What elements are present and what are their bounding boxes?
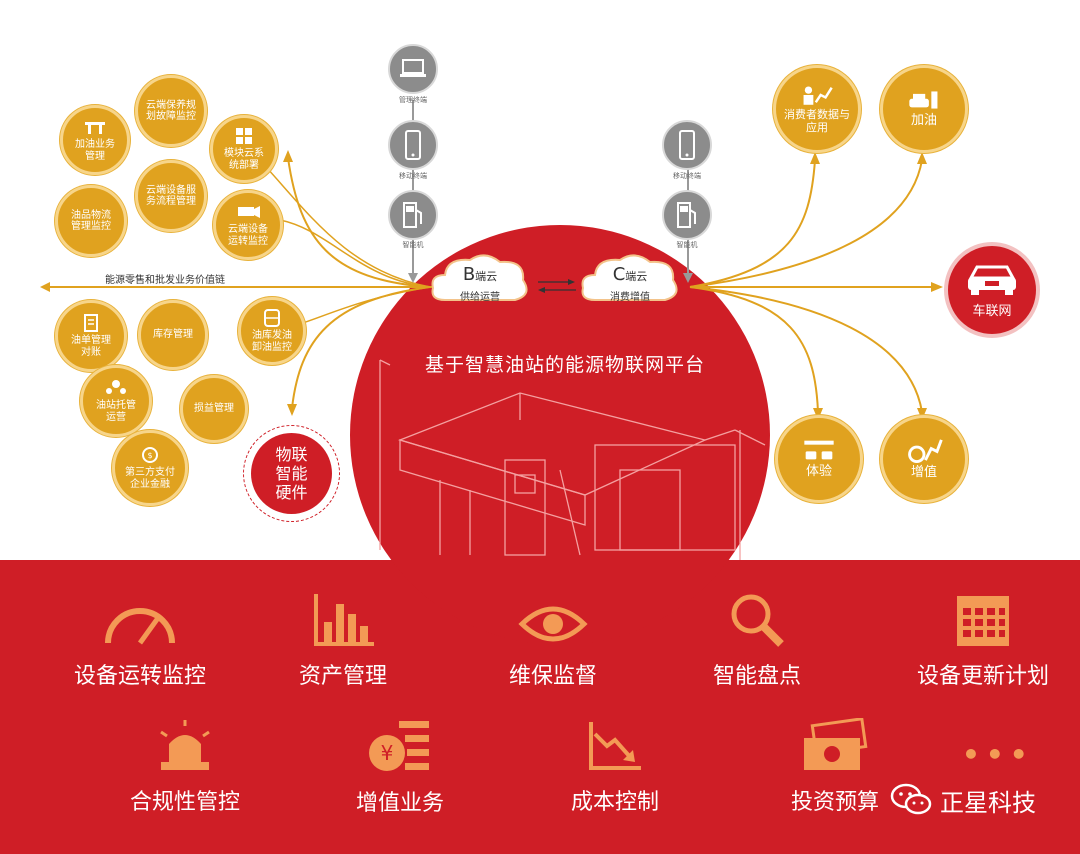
circle-module-cloud: 模块云系统部署 xyxy=(210,115,278,183)
iot-hardware-ring xyxy=(243,425,340,522)
eye-icon xyxy=(518,606,588,642)
circle-cloud-device: 云端设备运转监控 xyxy=(213,190,283,260)
feature-device-renewal-plan: 设备更新计划 xyxy=(888,592,1078,690)
barrel-icon xyxy=(264,309,280,327)
circle-refuel: 加油 xyxy=(880,65,968,153)
svg-text:¥: ¥ xyxy=(381,741,394,765)
chart-person-icon xyxy=(803,86,833,105)
value-chain-label: 能源零售和批发业务价值链 xyxy=(105,275,225,286)
circle-experience: 体验 xyxy=(775,415,863,503)
circle-loss: 损益管理 xyxy=(180,375,248,443)
c-cloud xyxy=(581,254,678,301)
terminal-label: 管理终端 xyxy=(399,96,427,104)
gauge-icon xyxy=(105,608,175,645)
feature-maintenance-supervision: 维保监督 xyxy=(458,600,648,690)
fuel-dispenser-icon xyxy=(388,190,438,240)
c-cloud-label: C端云 消费增值 xyxy=(610,264,650,303)
feature-cost-control: 成本控制 xyxy=(520,718,710,816)
feature-compliance-control: 合规性管控 xyxy=(90,718,280,816)
mobile-terminal-icon xyxy=(662,120,712,170)
bar-chart-icon xyxy=(314,594,374,646)
feature-device-monitoring: 设备运转监控 xyxy=(45,598,235,690)
feature-investment-budget: 投资预算 xyxy=(740,718,930,816)
circle-oil-order: 油单管理对账 xyxy=(55,300,127,372)
coin-icon: $ xyxy=(142,447,158,463)
brand-logo: 正星科技 xyxy=(890,782,1036,818)
car-icon xyxy=(968,265,1016,295)
gas-station-illustration xyxy=(379,359,766,560)
b-cloud xyxy=(431,254,528,301)
grid-icon xyxy=(236,128,252,144)
svg-text:$: $ xyxy=(147,451,152,460)
more-dots-icon: ••• xyxy=(962,738,1034,771)
feature-smart-inventory: 智能盘点 xyxy=(662,592,852,690)
station-icon xyxy=(85,122,105,134)
alarm-light-icon xyxy=(160,720,210,770)
station-cars-icon xyxy=(804,440,834,460)
terminal-label: 智能机 xyxy=(676,241,698,249)
circle-cloud-service: 云端设备服务流程管理 xyxy=(135,160,207,232)
car-fuel-icon xyxy=(909,91,938,109)
camera-icon xyxy=(238,206,260,218)
terminal-label: 智能机 xyxy=(402,241,424,249)
magnifier-icon xyxy=(731,594,784,647)
circle-consumer-data: 消费者数据与应用 xyxy=(773,65,861,153)
money-growth-icon xyxy=(908,439,943,464)
fuel-dispenser-icon xyxy=(662,190,712,240)
circle-oil-logistics: 油品物流管理监控 xyxy=(55,185,127,257)
circle-fuel-business: 加油业务管理 xyxy=(60,105,130,175)
brand-name: 正星科技 xyxy=(940,788,1036,817)
yuan-coin-icon: ¥ xyxy=(369,721,429,771)
circle-inventory: 库存管理 xyxy=(138,300,208,370)
calendar-icon xyxy=(957,596,1009,646)
circle-value-add: 增值 xyxy=(880,415,968,503)
circle-depot: 油库发油卸油监控 xyxy=(238,297,306,365)
b-cloud-label: B端云 供给运营 xyxy=(460,264,500,303)
circle-third-party-pay: $ 第三方支付企业金融 xyxy=(112,430,188,506)
downtrend-chart-icon xyxy=(589,722,641,770)
document-icon xyxy=(84,314,98,332)
circle-car-network: 车联网 xyxy=(944,242,1040,338)
terminal-label: 移动终端 xyxy=(673,172,701,180)
circle-station-trust: 油站托管运营 xyxy=(80,365,152,437)
people-icon xyxy=(106,380,126,394)
platform-title: 基于智慧油站的能源物联网平台 xyxy=(424,354,705,376)
wechat-icon xyxy=(890,783,932,815)
circle-cloud-maintenance: 云端保养规划故障监控 xyxy=(135,75,207,147)
mobile-terminal-icon xyxy=(388,120,438,170)
feature-value-added-business: ¥ 增值业务 xyxy=(305,715,495,817)
terminal-label: 移动终端 xyxy=(399,172,427,180)
cash-icon xyxy=(804,718,868,770)
iot-hardware-circle: 物联 智能 硬件 xyxy=(251,433,332,514)
laptop-terminal-icon xyxy=(388,44,438,94)
feature-asset-management: 资产管理 xyxy=(248,592,438,690)
platform-circle xyxy=(350,225,770,645)
